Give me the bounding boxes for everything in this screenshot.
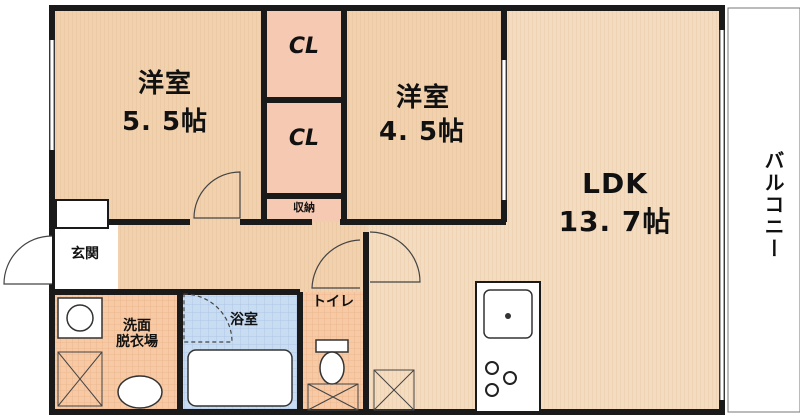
closet1-label: CL [288,34,320,59]
washing-machine [57,297,103,339]
toilet-label: トイレ [312,294,354,310]
entrance-label: 玄関 [71,246,99,262]
balcony-label: バルコニー [761,150,785,260]
ldk-name: LDK [582,167,648,200]
kitchen-counter [475,281,541,413]
room-western-2 [344,8,504,222]
closet2-label: CL [288,126,320,151]
storage [264,196,344,222]
door-swing-bath [183,293,233,343]
toilet-bowl [315,339,349,385]
room-western-1 [52,8,264,222]
closet-1 [264,8,344,100]
door-swing-ldk [369,231,421,283]
storage-label: 収納 [293,201,315,214]
western1-name: 洋室 [137,69,192,99]
shoe-box [55,199,109,229]
hallway [118,222,368,292]
entrance-door-swing [3,235,53,285]
laundry-space [57,351,103,407]
stove [485,361,517,397]
western2-name: 洋室 [395,83,450,113]
door-swing-western-1 [193,171,241,219]
fridge-space [373,369,415,411]
bathtub [187,349,293,407]
door-swing-toilet [311,239,361,289]
closet-2 [264,100,344,196]
bath-label: 浴室 [230,312,258,328]
ldk-size: 13. 7帖 [558,205,672,238]
washroom-label: 洗面 脱衣場 [116,318,158,351]
washbasin [117,375,163,409]
western1-size: 5. 5帖 [121,107,209,137]
toilet-floor-marker [307,383,359,411]
balcony [727,7,800,413]
western2-size: 4. 5帖 [378,117,466,147]
entrance [52,222,118,290]
